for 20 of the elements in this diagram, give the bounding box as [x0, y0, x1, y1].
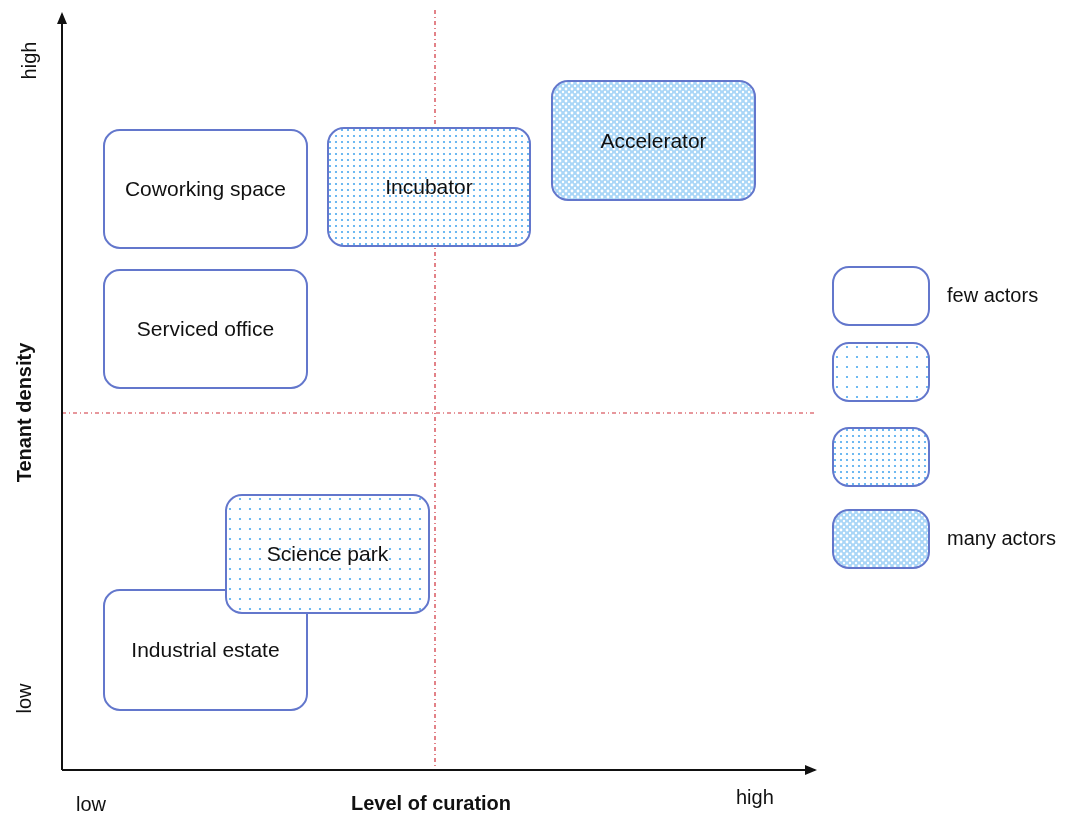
axis-end-label: low — [76, 792, 106, 816]
category-box — [551, 80, 756, 201]
axis-title: Tenant density — [13, 342, 37, 482]
box-label: Coworking space — [123, 176, 288, 203]
category-box — [327, 127, 531, 247]
axis-end-label: high — [736, 785, 774, 809]
box-label: Industrial estate — [130, 637, 281, 664]
legend-label: few actors — [947, 284, 1039, 307]
box-label: Science park — [265, 541, 390, 568]
box-label: Serviced office — [135, 316, 276, 343]
box-label: Accelerator — [599, 127, 708, 154]
legend-label: many actors — [947, 527, 1056, 550]
category-box — [103, 589, 308, 711]
category-box — [103, 129, 308, 249]
axis-end-label: low — [12, 683, 36, 713]
axis-end-label: high — [18, 41, 42, 79]
category-box — [225, 494, 430, 614]
category-box — [103, 269, 308, 389]
axis-title: Level of curation — [351, 791, 512, 815]
box-label: Incubator — [384, 174, 474, 201]
